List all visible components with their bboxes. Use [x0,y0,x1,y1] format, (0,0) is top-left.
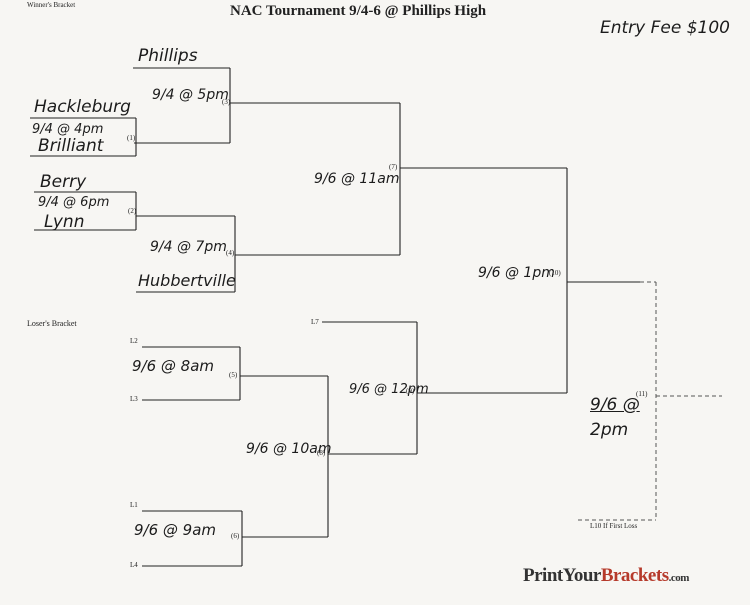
page-title: NAC Tournament 9/4-6 @ Phillips High [230,3,487,19]
game-10-number: (10) [549,269,561,277]
brand-part2: Brackets [600,565,669,586]
game-10-time: 9/6 @ 1pm [478,265,555,281]
game-7-time: 9/6 @ 11am [314,171,400,187]
game-8-time: 9/6 @ 10am [246,441,332,457]
if-game-note: L10 If First Loss [590,522,638,530]
brand-part1: PrintYour [523,565,601,586]
game-3-number: (3) [222,98,231,106]
slot-l2: L2 [130,337,138,345]
game-11-number: (11) [636,390,648,398]
team-brilliant: Brilliant [38,136,104,156]
game-11-time-line2: 2pm [590,420,629,440]
game-3-time: 9/4 @ 5pm [152,87,229,103]
game-6-number: (6) [231,532,240,540]
game-6-time: 9/6 @ 9am [134,521,217,539]
brand-part3: .com [668,572,690,584]
game-1-number: (1) [127,134,136,142]
team-lynn: Lynn [44,212,85,232]
slot-l1: L1 [130,501,138,509]
brand-logo: PrintYourBrackets.com [523,566,689,585]
game-5-number: (5) [229,371,238,379]
game-2-time: 9/4 @ 6pm [38,195,110,210]
entry-fee-note: Entry Fee $100 [600,18,730,38]
slot-l3: L3 [130,395,138,403]
game-8-number: (8) [317,449,326,457]
game-4-time: 9/4 @ 7pm [150,239,227,255]
slot-l4: L4 [130,561,138,569]
game-1-time: 9/4 @ 4pm [32,122,104,137]
team-berry: Berry [40,172,87,192]
winners-bracket-label: Winner's Bracket [27,1,76,9]
game-2-number: (2) [128,207,137,215]
game-4-number: (4) [226,249,235,257]
game-9-number: (9) [406,387,415,395]
slot-l7: L7 [311,318,319,326]
team-hackleburg: Hackleburg [34,97,131,117]
game-11-time-line1: 9/6 @ [590,395,640,415]
team-hubbertville: Hubbertville [138,271,236,290]
game-7-number: (7) [389,163,398,171]
game-9-time: 9/6 @ 12pm [349,382,429,397]
team-phillips: Phillips [138,46,198,66]
losers-bracket-label: Loser's Bracket [27,319,77,328]
game-5-time: 9/6 @ 8am [132,357,215,375]
